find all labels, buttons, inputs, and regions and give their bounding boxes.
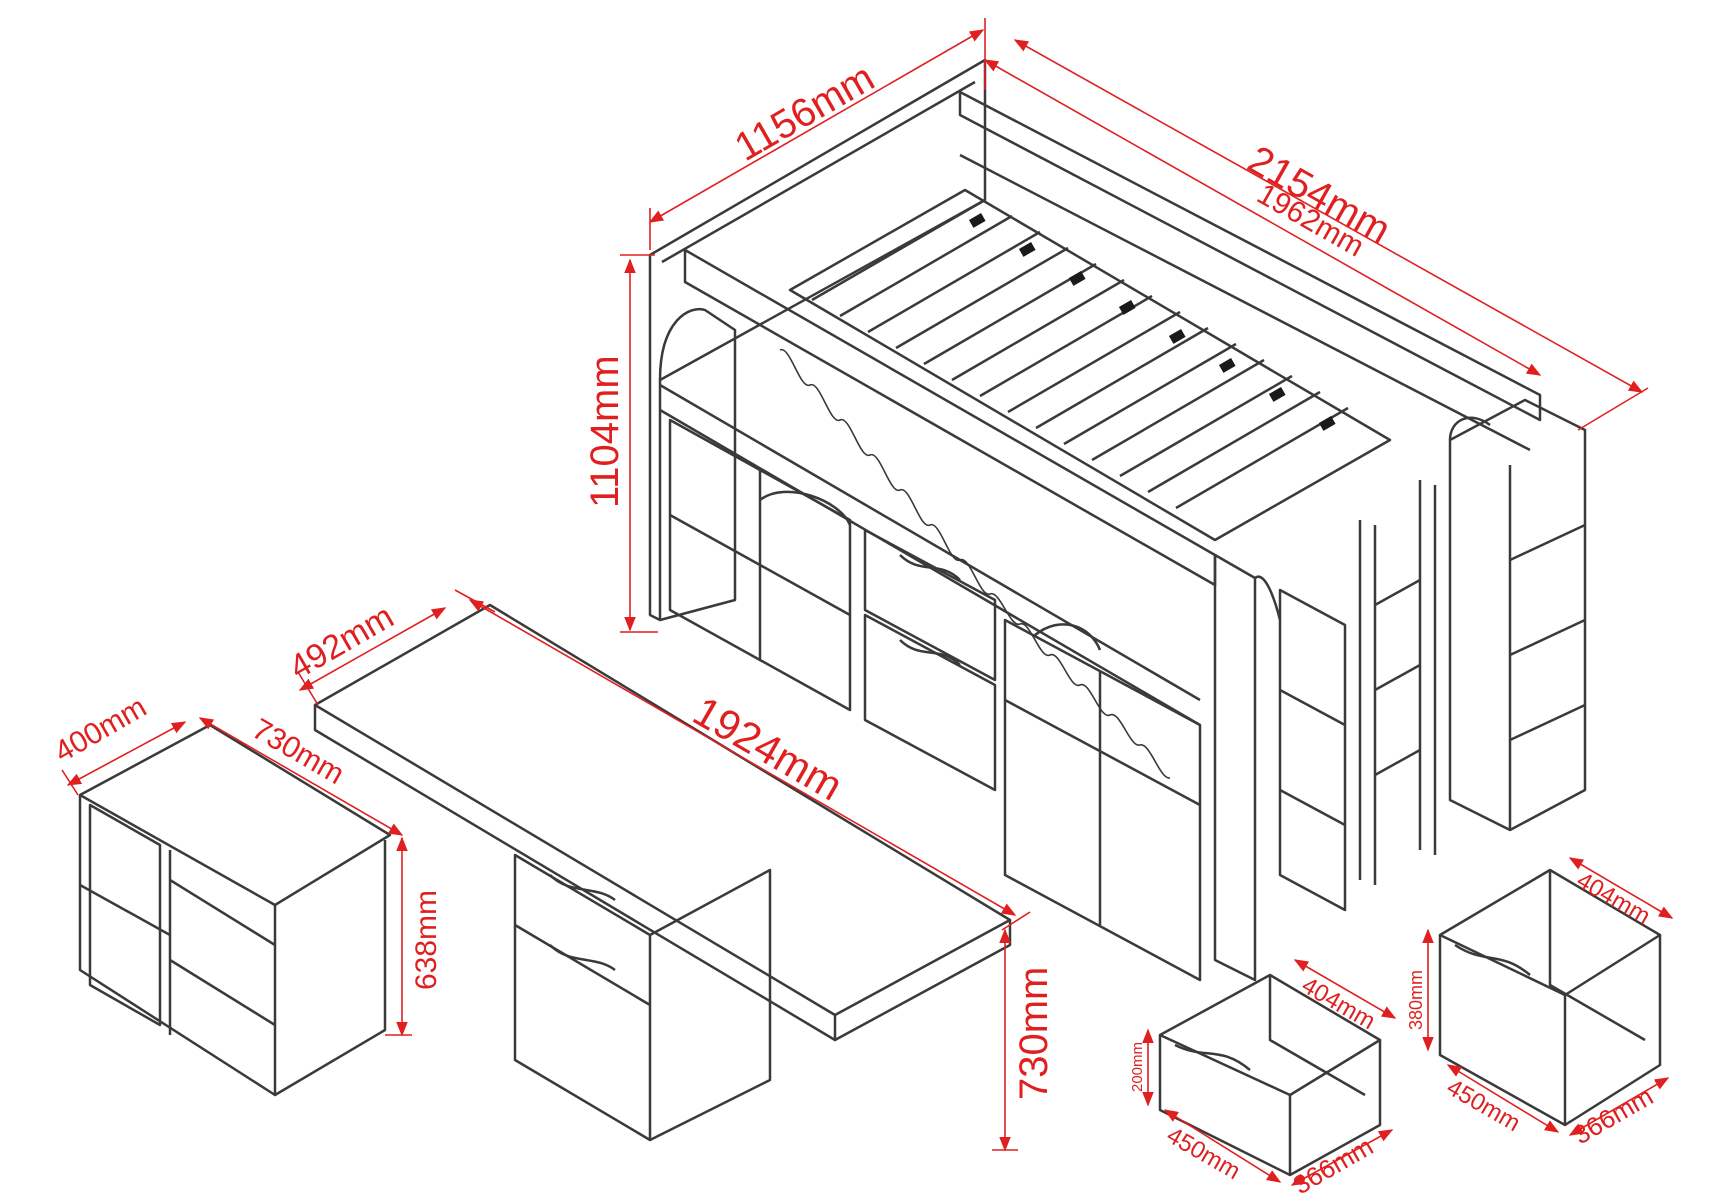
drawer-large [1438,868,1662,1127]
label-desk-height: 730mm [1012,967,1056,1100]
label-bed-height: 1104mm [583,355,627,508]
dimension-lines [61,18,1674,1186]
label-drawer-small-height: 200mm [1129,1042,1146,1092]
label-drawer-large-height: 380mm [1406,970,1426,1030]
label-cabinet-height: 638mm [410,890,443,990]
